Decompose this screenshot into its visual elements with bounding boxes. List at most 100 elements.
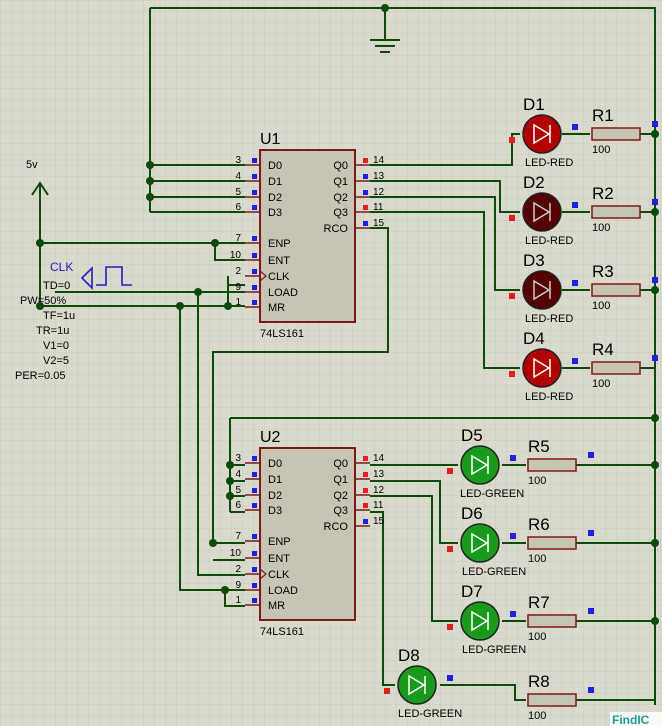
pin-number: 15 xyxy=(373,218,385,229)
pin-number: 11 xyxy=(373,500,384,511)
pin-state-marker xyxy=(252,205,257,210)
pin-name: D2 xyxy=(268,192,282,204)
pin-number: 3 xyxy=(235,453,241,464)
junction-dot xyxy=(226,461,234,469)
pin-state-marker xyxy=(363,205,368,210)
pin-name: ENT xyxy=(268,553,290,565)
diode-icon xyxy=(533,201,551,223)
pin-number: 7 xyxy=(235,233,241,244)
pin-state-marker xyxy=(252,236,257,241)
resistor-value: 100 xyxy=(528,475,546,487)
pin-state-marker xyxy=(509,371,515,377)
pin-state-marker xyxy=(509,293,515,299)
pin-name: Q1 xyxy=(333,474,348,486)
clock-param: PW=50% xyxy=(20,295,66,307)
pin-state-marker xyxy=(363,221,368,226)
resistor-ref: R5 xyxy=(528,437,550,456)
junction-dot xyxy=(176,302,184,310)
pin-name: CLK xyxy=(268,569,290,581)
pin-state-marker xyxy=(510,533,516,539)
pin-state-marker xyxy=(363,472,368,477)
pin-state-marker xyxy=(510,611,516,617)
pin-state-marker xyxy=(588,608,594,614)
chip-body xyxy=(259,149,356,323)
pin-name: Q0 xyxy=(333,458,348,470)
pin-number: 12 xyxy=(373,485,385,496)
led-type: LED-RED xyxy=(525,391,573,403)
pin-name: D3 xyxy=(268,505,282,517)
pin-state-marker xyxy=(252,488,257,493)
resistor-value: 100 xyxy=(528,710,546,722)
pin-name: Q2 xyxy=(333,490,348,502)
pin-name: Q2 xyxy=(333,192,348,204)
pin-number: 9 xyxy=(235,580,241,591)
resistor-ref: R3 xyxy=(592,262,614,281)
junction-dot xyxy=(146,177,154,185)
pin-number: 4 xyxy=(235,171,241,182)
power-label: 5v xyxy=(26,159,38,171)
pin-name: Q3 xyxy=(333,207,348,219)
led-ref: D2 xyxy=(523,173,545,192)
junction-dot xyxy=(651,617,659,625)
pin-name: CLK xyxy=(268,271,290,283)
pin-state-marker xyxy=(447,624,453,630)
pin-state-marker xyxy=(509,215,515,221)
resistor-ref: R7 xyxy=(528,593,550,612)
diode-icon xyxy=(471,532,489,554)
pin-number: 2 xyxy=(235,266,241,277)
resistor-body xyxy=(527,693,577,707)
led-type: LED-RED xyxy=(525,235,573,247)
chip-ref: U1 xyxy=(260,131,281,148)
junction-dot xyxy=(224,302,232,310)
pin-state-marker xyxy=(252,285,257,290)
resistor-body xyxy=(527,458,577,472)
pin-state-marker xyxy=(652,277,658,283)
pin-state-marker xyxy=(252,534,257,539)
pin-name: MR xyxy=(268,302,285,314)
resistor-r7[interactable]: R7 100 xyxy=(527,593,594,643)
pin-name: ENT xyxy=(268,255,290,267)
led-type: LED-RED xyxy=(525,313,573,325)
led-ref: D8 xyxy=(398,646,420,665)
chip-ref: U2 xyxy=(260,429,281,446)
pin-number: 13 xyxy=(373,469,385,480)
pin-state-marker xyxy=(384,688,390,694)
pin-name: D0 xyxy=(268,160,282,172)
pin-state-marker xyxy=(363,519,368,524)
pin-number: 5 xyxy=(235,485,241,496)
resistor-value: 100 xyxy=(592,378,610,390)
junction-dot xyxy=(211,239,219,247)
clock-param: PER=0.05 xyxy=(15,370,65,382)
resistor-r5[interactable]: R5 100 xyxy=(527,437,594,487)
wires xyxy=(39,7,656,705)
led-type: LED-GREEN xyxy=(462,644,526,656)
junction-dot xyxy=(651,286,659,294)
pin-state-marker xyxy=(652,355,658,361)
pin-number: 7 xyxy=(235,531,241,542)
pin-name: ENP xyxy=(268,238,291,250)
resistor-body xyxy=(591,127,641,141)
junction-dot xyxy=(194,288,202,296)
resistor-value: 100 xyxy=(528,631,546,643)
pin-state-marker xyxy=(588,687,594,693)
pin-number: 3 xyxy=(235,155,241,166)
